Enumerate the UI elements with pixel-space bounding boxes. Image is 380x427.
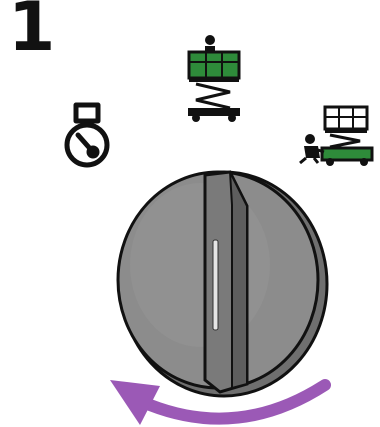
ground-control-mode-icon (300, 107, 372, 166)
knob-grip (205, 172, 247, 392)
platform-control-mode-icon (188, 35, 240, 122)
key-switch-off-icon (67, 105, 107, 165)
rotary-selector-knob[interactable] (118, 172, 327, 396)
